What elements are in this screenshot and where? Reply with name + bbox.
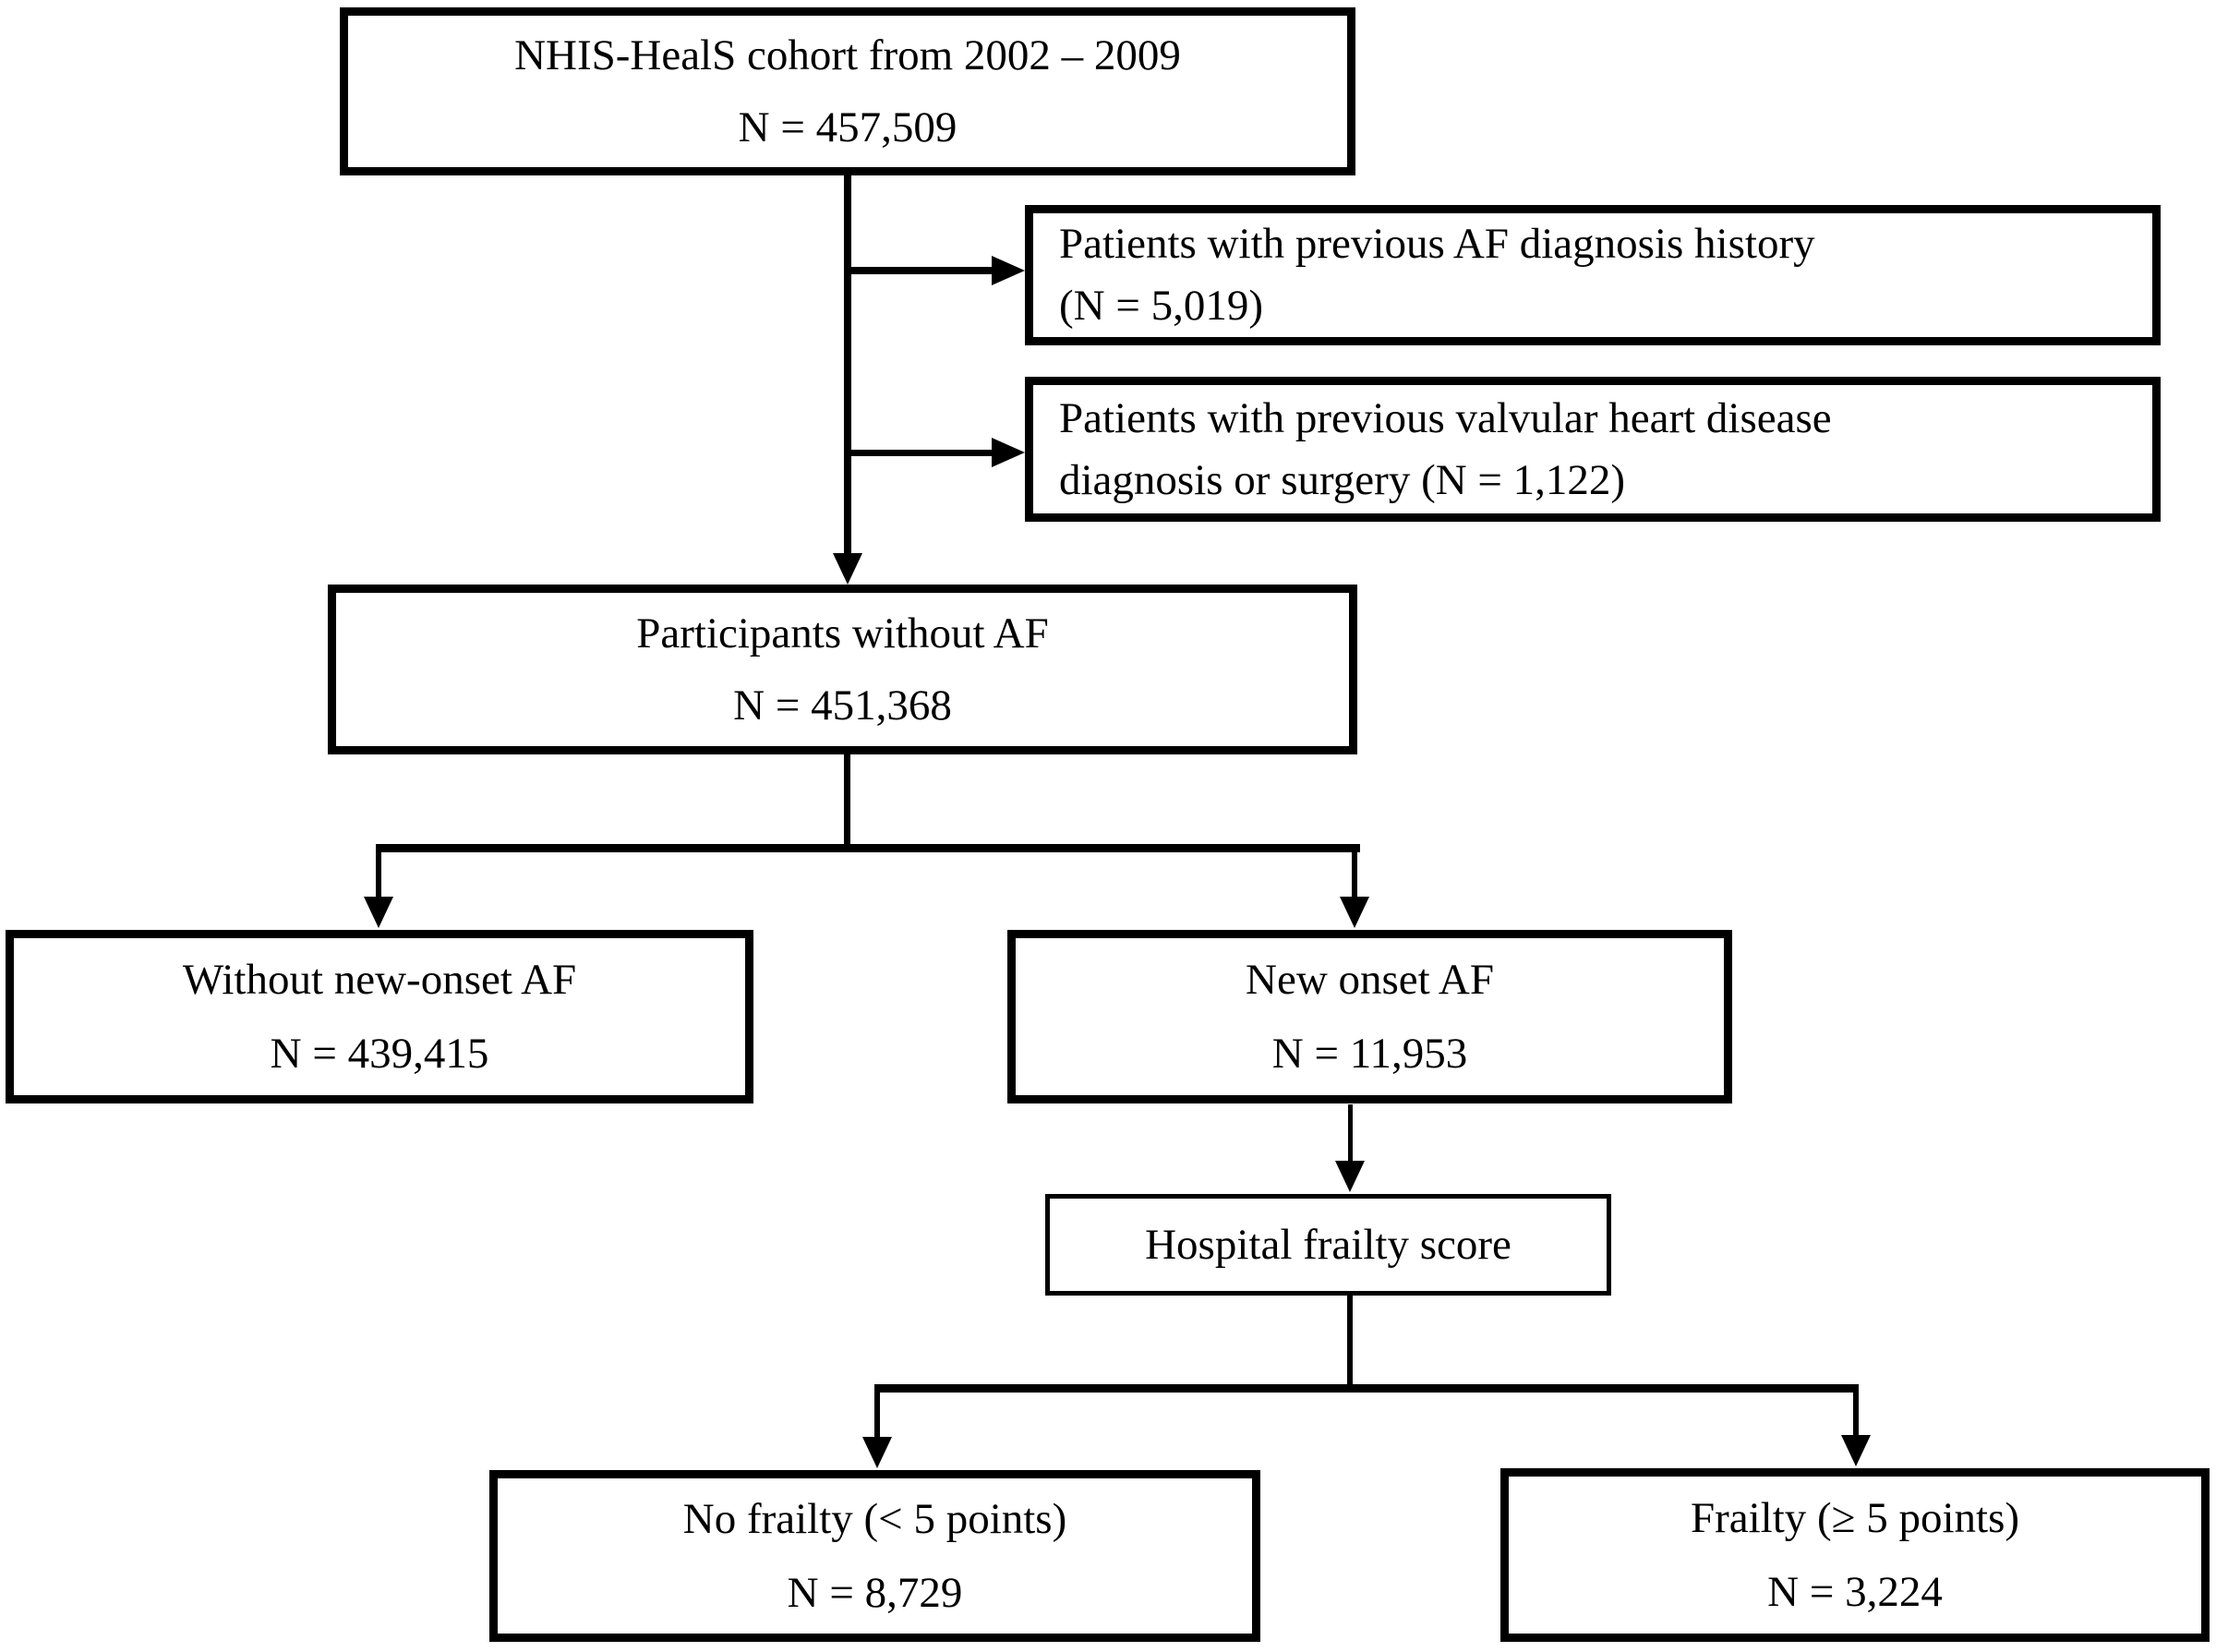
node-frailty-count: N = 3,224 <box>1767 1568 1943 1616</box>
node-without-new-onset-af-title: Without new-onset AF <box>182 956 577 1004</box>
node-cohort-count: N = 457,509 <box>738 103 957 151</box>
node-excluded-valvular-count: diagnosis or surgery (N = 1,122) <box>1059 455 1626 504</box>
arrowhead-into-frailty-score-icon <box>1335 1161 1365 1192</box>
arrowhead-into-participants-icon <box>833 553 862 585</box>
arrowhead-into-without-new-onset-icon <box>364 897 393 928</box>
connector-to-excluded-af-line <box>851 267 994 274</box>
connector-newonset-to-frailtyscore-line <box>1348 1104 1353 1163</box>
connector-frailtyscore-split-stem-line <box>1347 1296 1353 1388</box>
connector-split-right-drop-line <box>1352 852 1357 898</box>
node-excluded-valvular: Patients with previous valvular heart di… <box>1025 377 2161 522</box>
arrowhead-into-frailty-icon <box>1841 1435 1871 1466</box>
node-without-new-onset-af-count: N = 439,415 <box>270 1030 489 1078</box>
node-without-new-onset-af: Without new-onset AF N = 439,415 <box>6 930 753 1103</box>
node-frailty-title: Frailty (≥ 5 points) <box>1690 1494 2020 1542</box>
node-hospital-frailty-score-title: Hospital frailty score <box>1145 1221 1511 1269</box>
node-cohort: NHIS-HealS cohort from 2002 – 2009 N = 4… <box>340 7 1355 175</box>
node-excluded-af-count: (N = 5,019) <box>1059 282 1264 330</box>
node-frailty: Frailty (≥ 5 points) N = 3,224 <box>1500 1468 2210 1642</box>
node-participants-without-af: Participants without AF N = 451,368 <box>328 585 1357 754</box>
node-new-onset-af: New onset AF N = 11,953 <box>1007 930 1732 1103</box>
connector-split-left-drop-line <box>376 852 381 898</box>
node-no-frailty-count: N = 8,729 <box>787 1569 963 1617</box>
node-excluded-af: Patients with previous AF diagnosis hist… <box>1025 205 2161 345</box>
arrowhead-into-new-onset-icon <box>1340 897 1369 928</box>
node-new-onset-af-title: New onset AF <box>1246 956 1494 1004</box>
node-hospital-frailty-score: Hospital frailty score <box>1045 1194 1611 1296</box>
node-no-frailty: No frailty (< 5 points) N = 8,729 <box>489 1470 1260 1642</box>
node-participants-without-af-count: N = 451,368 <box>733 681 952 730</box>
node-excluded-valvular-title: Patients with previous valvular heart di… <box>1059 393 1832 442</box>
node-cohort-title: NHIS-HealS cohort from 2002 – 2009 <box>514 31 1181 79</box>
node-excluded-af-title: Patients with previous AF diagnosis hist… <box>1059 220 1815 268</box>
connector-participants-split-crossbar-line <box>376 844 1360 852</box>
connector-frailty-left-drop-line <box>874 1393 880 1439</box>
connector-to-excluded-valvular-line <box>851 450 994 456</box>
connector-participants-split-stem-line <box>844 754 850 848</box>
connector-cohort-trunk-line <box>844 174 851 555</box>
arrowhead-into-no-frailty-icon <box>862 1437 892 1468</box>
node-no-frailty-title: No frailty (< 5 points) <box>682 1495 1067 1543</box>
connector-frailtyscore-split-crossbar-line <box>874 1384 1859 1393</box>
arrowhead-into-excluded-valvular-icon <box>992 438 1025 467</box>
node-new-onset-af-count: N = 11,953 <box>1271 1030 1468 1078</box>
node-participants-without-af-title: Participants without AF <box>636 609 1049 657</box>
arrowhead-into-excluded-af-icon <box>992 256 1025 285</box>
connector-frailty-right-drop-line <box>1853 1393 1859 1437</box>
